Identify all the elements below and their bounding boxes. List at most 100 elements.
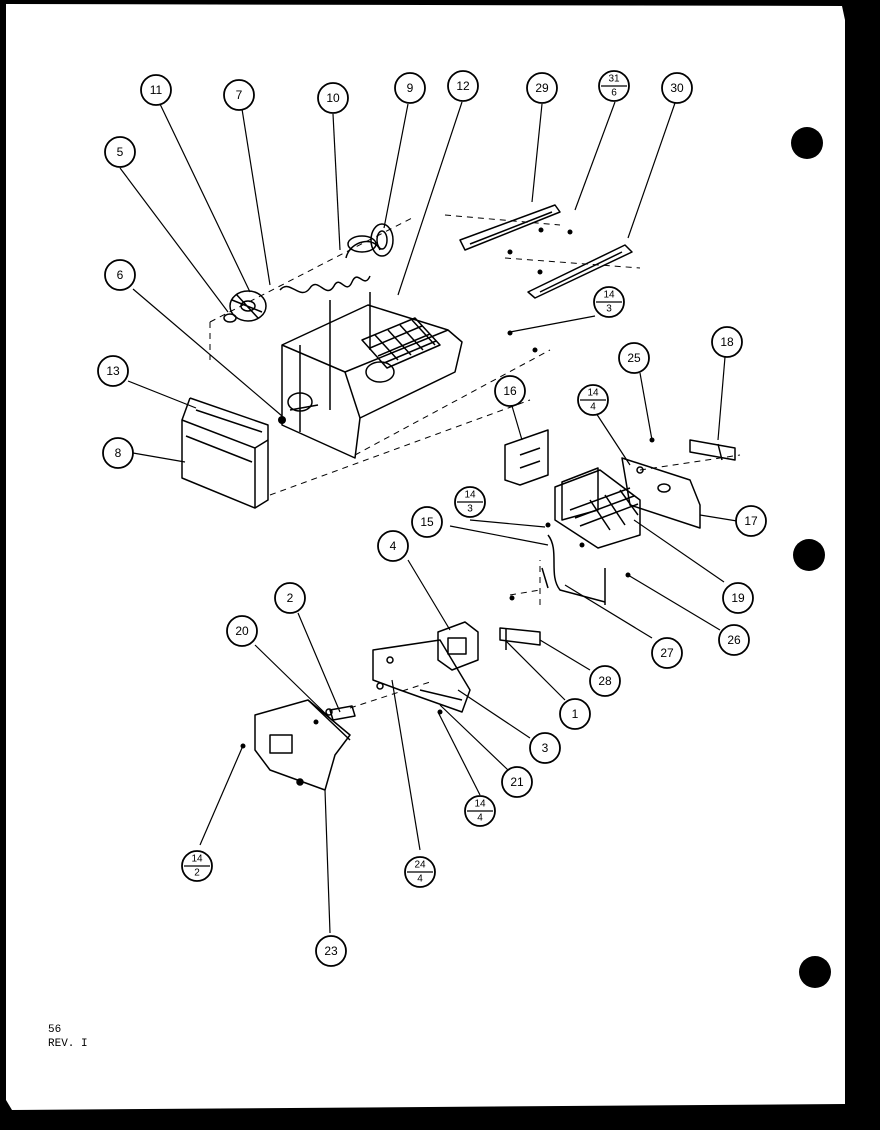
- callout-20: 20: [226, 615, 258, 647]
- wire-harness-part: [541, 534, 606, 605]
- callout-27-label: 27: [660, 646, 674, 660]
- auger-coil-part: [279, 235, 381, 294]
- callout-24-4: 24 4: [404, 856, 436, 888]
- cover-23-part: [254, 699, 351, 791]
- callout-27: 27: [651, 637, 683, 669]
- callout-12-label: 12: [456, 79, 470, 93]
- callout-11-label: 11: [150, 83, 163, 97]
- callout-10-label: 10: [326, 91, 340, 105]
- callout-25-label: 25: [627, 351, 641, 365]
- callout-26: 26: [718, 624, 750, 656]
- callout-31-6-top: 31: [608, 74, 620, 85]
- callout-14-3-upper-bottom: 3: [606, 304, 612, 315]
- callout-14-4-lower: 14 4: [464, 795, 496, 827]
- callout-3-label: 3: [542, 741, 549, 755]
- callout-10: 10: [317, 82, 349, 114]
- callout-14-4-lower-top: 14: [474, 799, 486, 810]
- binder-hole-middle: [793, 539, 825, 571]
- alignment-guides: [209, 214, 741, 709]
- callout-2: 2: [274, 582, 306, 614]
- callout-14-4-upper-bottom: 4: [590, 402, 596, 413]
- revision-label: REV. I: [48, 1038, 88, 1050]
- callout-14-4-upper-top: 14: [587, 388, 599, 399]
- fastener-marks: [240, 227, 655, 785]
- callout-31-6: 31 6: [598, 70, 630, 102]
- callout-7: 7: [223, 79, 255, 111]
- mounting-plate-3-part: [372, 639, 471, 713]
- callout-23-label: 23: [324, 944, 338, 958]
- callout-14-4-upper: 14 4: [577, 384, 609, 416]
- callout-14-3-upper: 14 3: [593, 286, 625, 318]
- callout-21: 21: [501, 766, 533, 798]
- clip-2-part: [329, 705, 356, 721]
- leader-lines: [119, 101, 738, 934]
- callout-14-3-lower: 14 3: [454, 486, 486, 518]
- callout-29-label: 29: [535, 81, 549, 95]
- icemaker-module-part: [554, 467, 641, 549]
- callout-14-3-lower-bottom: 3: [467, 504, 473, 515]
- callout-14-2-bottom: 2: [194, 868, 200, 879]
- callout-14-2: 14 2: [181, 850, 213, 882]
- callout-29: 29: [526, 72, 558, 104]
- callout-24-4-top: 24: [414, 860, 426, 871]
- callout-8: 8: [102, 437, 134, 469]
- callout-4: 4: [377, 530, 409, 562]
- callout-18: 18: [711, 326, 743, 358]
- callout-1: 1: [559, 698, 591, 730]
- callout-6-label: 6: [117, 268, 124, 282]
- end-plate-part: [370, 223, 394, 257]
- binder-hole-top: [791, 127, 823, 159]
- callout-21-label: 21: [510, 775, 524, 789]
- callout-13-label: 13: [106, 364, 120, 378]
- callouts: 11 7 10 9 12 29 30 5 6 13 8 16 25 18 17 …: [97, 70, 767, 967]
- callout-19-label: 19: [731, 591, 745, 605]
- callout-26-label: 26: [727, 633, 741, 647]
- callout-13: 13: [97, 355, 129, 387]
- callout-4-label: 4: [390, 539, 397, 553]
- callout-9-label: 9: [407, 81, 414, 95]
- rail-29-part: [459, 204, 561, 251]
- binder-hole-bottom: [799, 956, 831, 988]
- callout-31-6-bottom: 6: [611, 88, 617, 99]
- cover-plate-16-part: [504, 429, 549, 486]
- page-code: 56: [48, 1024, 61, 1036]
- callout-18-label: 18: [720, 335, 734, 349]
- callout-28: 28: [589, 665, 621, 697]
- callout-14-3-upper-top: 14: [603, 290, 615, 301]
- callout-11: 11: [140, 74, 172, 106]
- callout-30: 30: [661, 72, 693, 104]
- callout-16-label: 16: [503, 384, 517, 398]
- callout-30-label: 30: [670, 81, 684, 95]
- ice-bucket-front-part: [181, 397, 269, 509]
- bracket-1-part: [499, 627, 541, 650]
- callout-25: 25: [618, 342, 650, 374]
- exploded-view-drawing: [181, 204, 736, 791]
- callout-2-label: 2: [287, 591, 294, 605]
- callout-20-label: 20: [235, 624, 249, 638]
- callout-3: 3: [529, 732, 561, 764]
- callout-28-label: 28: [598, 674, 612, 688]
- rail-30-part: [527, 244, 633, 299]
- motor-4-part: [437, 621, 479, 671]
- callout-15: 15: [411, 506, 443, 538]
- callout-5: 5: [104, 136, 136, 168]
- callout-14-3-lower-top: 14: [464, 490, 476, 501]
- fraction-callouts: 31 6 14 3 14 4 14 3 14 4: [181, 70, 630, 888]
- callout-7-label: 7: [236, 88, 243, 102]
- callout-12: 12: [447, 70, 479, 102]
- callout-9: 9: [394, 72, 426, 104]
- callout-16: 16: [494, 375, 526, 407]
- ice-bucket-body-part: [281, 292, 463, 459]
- callout-8-label: 8: [115, 446, 122, 460]
- callout-15-label: 15: [420, 515, 434, 529]
- callout-24-4-bottom: 4: [417, 874, 423, 885]
- callout-14-2-top: 14: [191, 854, 203, 865]
- callout-14-4-lower-bottom: 4: [477, 813, 483, 824]
- callout-23: 23: [315, 935, 347, 967]
- paper-page: [6, 4, 845, 1110]
- callout-6: 6: [104, 259, 136, 291]
- callout-19: 19: [722, 582, 754, 614]
- callout-17-label: 17: [744, 514, 758, 528]
- callout-17: 17: [735, 505, 767, 537]
